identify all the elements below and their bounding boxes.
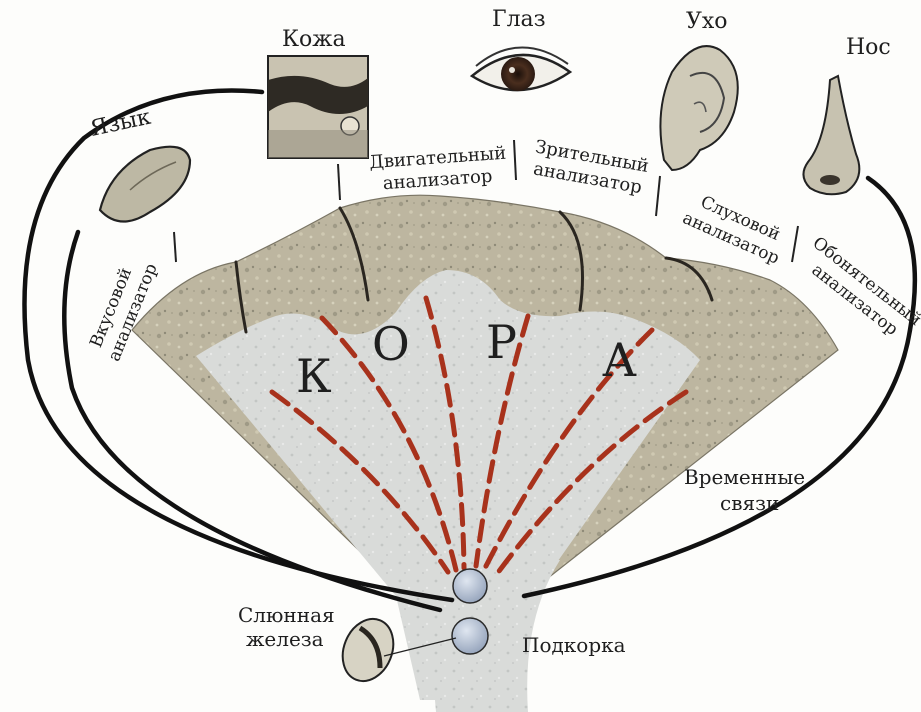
label-temporary-links-1: Временные [684, 465, 805, 489]
cortex-letter-4: А [602, 333, 637, 387]
cortex-letter-3: Р [486, 315, 517, 369]
label-nose: Нос [846, 35, 891, 60]
label-temporary-links-2: связи [720, 491, 779, 515]
nose-illustration [803, 76, 859, 194]
subcortex-node-upper [453, 569, 487, 603]
label-salivary-gland-1: Слюнная [238, 603, 335, 627]
ear-illustration [660, 46, 737, 170]
label-skin: Кожа [282, 27, 346, 52]
label-eye: Глаз [492, 7, 546, 32]
label-ear: Ухо [686, 9, 728, 34]
cortex-letter-2: О [372, 317, 410, 371]
skin-illustration [268, 56, 368, 158]
label-subcortex: Подкорка [522, 633, 626, 657]
eye-illustration [472, 47, 570, 91]
cortex-letter-1: К [296, 349, 332, 403]
label-salivary-gland-2: железа [246, 627, 324, 651]
subcortex-node-lower [452, 618, 488, 654]
tongue-illustration [100, 147, 190, 222]
label-tongue: Язык [88, 105, 153, 142]
